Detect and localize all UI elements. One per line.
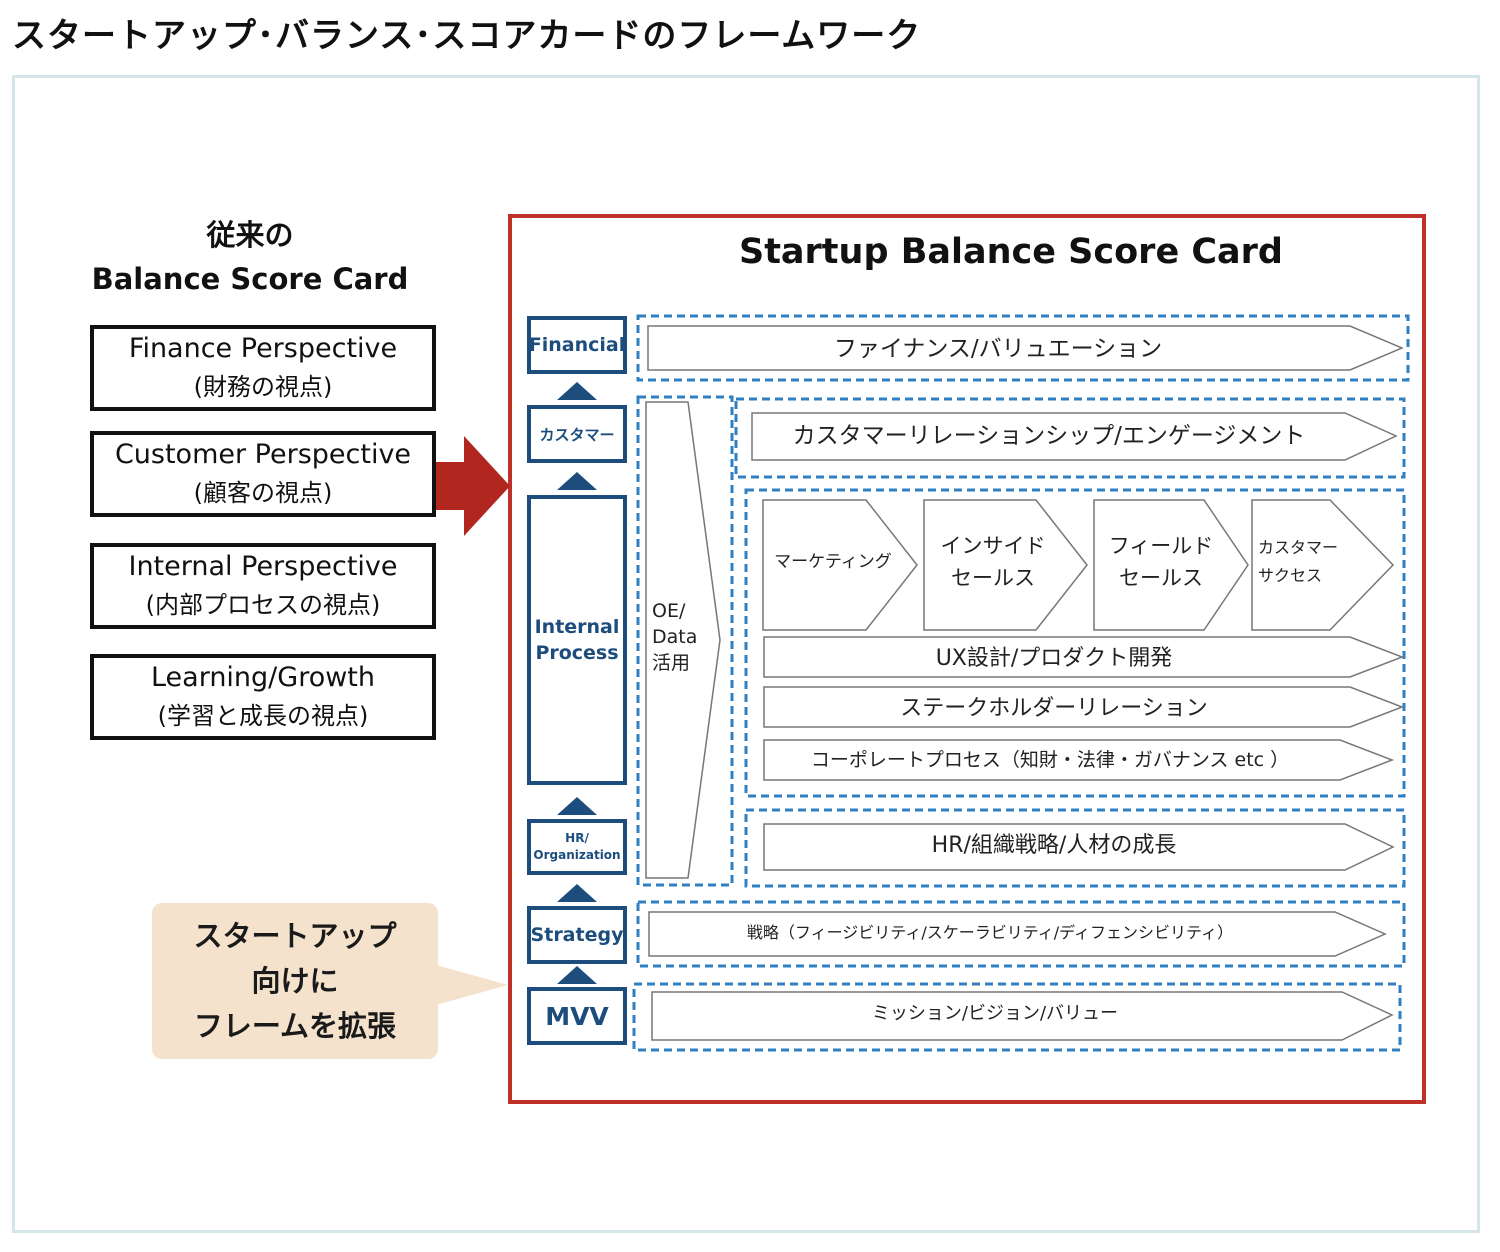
perspective-sublabel: (学習と成長の視点)	[157, 702, 369, 730]
layer-internal-label-line2: Process	[535, 642, 619, 664]
layer-internal-process: Internal Process	[527, 495, 627, 785]
layer-financial: Financial	[527, 316, 627, 374]
funnel-customer-success-label: カスタマー サクセス	[1252, 500, 1348, 624]
perspective-label: Learning/Growth	[150, 662, 376, 693]
callout-line1: スタートアップ	[193, 918, 397, 953]
dashed-group-financial	[636, 314, 1410, 382]
oe-data-label: OE/ Data 活用	[652, 598, 697, 676]
layer-strategy-label: Strategy	[530, 924, 624, 946]
layer-up-triangle	[557, 472, 597, 490]
perspective-label: Internal Perspective	[128, 551, 398, 582]
layer-strategy: Strategy	[527, 906, 627, 964]
corporate-row-label: コーポレートプロセス（知財・法律・ガバナンス etc ）	[810, 748, 1290, 771]
financial-row-arrow	[647, 325, 1404, 371]
perspective-label: Customer Perspective	[114, 439, 412, 470]
funnel-chevron-inside-sales	[923, 499, 1088, 631]
hr-row-arrow	[763, 823, 1395, 871]
layer-customer-label: カスタマー	[539, 425, 615, 444]
page-title: スタートアップ･バランス･スコアカードのフレームワーク	[12, 16, 922, 56]
extension-callout: スタートアップ 向けに フレームを拡張	[152, 903, 438, 1059]
layer-customer: カスタマー	[527, 405, 627, 463]
funnel-field-sales-label: フィールド セールス	[1094, 500, 1228, 624]
stakeholder-row-arrow	[763, 686, 1405, 728]
callout-line3: フレームを拡張	[193, 1008, 397, 1043]
customer-row-label: カスタマーリレーションシップ/エンゲージメント	[792, 423, 1306, 449]
layer-hr-label-line1: HR/	[565, 831, 589, 845]
oe-data-line3: 活用	[652, 652, 691, 674]
big-red-arrow	[436, 436, 510, 536]
layer-up-triangle	[557, 884, 597, 902]
stakeholder-row-label: ステークホルダーリレーション	[900, 696, 1208, 721]
finance-perspective-box: Finance Perspective (財務の視点)	[90, 325, 436, 411]
oe-data-line1: OE/	[652, 600, 686, 622]
funnel-label-line1: カスタマー	[1258, 538, 1339, 557]
traditional-title-line2: Balance Score Card	[91, 262, 409, 296]
strategy-row-arrow	[648, 911, 1387, 957]
layer-financial-label: Financial	[528, 334, 626, 356]
traditional-bsc-title: 従来の Balance Score Card	[60, 213, 440, 301]
perspective-sublabel: (財務の視点)	[193, 373, 333, 401]
ux-row-label: UX設計/プロダクト開発	[935, 646, 1173, 671]
dashed-group-oe	[636, 395, 734, 887]
dashed-group-hr	[744, 808, 1406, 888]
funnel-chevron-customer-success	[1251, 499, 1395, 631]
callout-line2: 向けに	[251, 963, 339, 998]
strategy-row-label: 戦略（フィージビリティ/スケーラビリティ/ディフェンシビリティ）	[746, 923, 1234, 942]
layer-hr-organization: HR/ Organization	[527, 819, 627, 875]
layer-mvv-label: MVV	[545, 1001, 609, 1031]
customer-perspective-box: Customer Perspective (顧客の視点)	[90, 431, 436, 517]
layer-mvv: MVV	[527, 987, 627, 1045]
layer-internal-label-line1: Internal	[534, 616, 620, 638]
funnel-label-line1: フィールド	[1108, 534, 1214, 558]
funnel-label-line2: セールス	[951, 566, 1035, 590]
corporate-row-arrow	[763, 739, 1395, 781]
funnel-chevron-marketing	[762, 499, 918, 631]
mvv-row-arrow	[651, 991, 1394, 1041]
perspective-sublabel: (顧客の視点)	[193, 479, 333, 507]
funnel-chevron-field-sales	[1093, 499, 1249, 631]
mvv-row-label: ミッション/ビジョン/バリュー	[871, 1003, 1119, 1024]
layer-up-triangle	[557, 797, 597, 815]
funnel-label-line1: インサイド	[940, 534, 1046, 558]
funnel-label-line2: サクセス	[1258, 566, 1323, 585]
funnel-inside-sales-label: インサイド セールス	[924, 500, 1062, 624]
layer-up-triangle	[557, 382, 597, 400]
learning-growth-perspective-box: Learning/Growth (学習と成長の視点)	[90, 654, 436, 740]
dashed-group-mvv	[632, 982, 1402, 1052]
traditional-title-line1: 従来の	[206, 218, 294, 252]
startup-bsc-title: Startup Balance Score Card	[738, 232, 1283, 272]
oe-data-line2: Data	[652, 626, 698, 648]
financial-row-label: ファイナンス/バリュエーション	[833, 336, 1163, 362]
dashed-group-customer	[734, 397, 1406, 479]
funnel-label-line1: マーケティング	[774, 552, 892, 572]
internal-perspective-box: Internal Perspective (内部プロセスの視点)	[90, 543, 436, 629]
perspective-sublabel: (内部プロセスの視点)	[145, 591, 381, 619]
layer-hr-label-line2: Organization	[533, 848, 621, 862]
oe-data-arrow	[645, 401, 721, 879]
dashed-group-internal	[744, 488, 1406, 798]
customer-row-arrow	[751, 412, 1398, 461]
funnel-label-line2: セールス	[1119, 566, 1203, 590]
funnel-marketing-label: マーケティング	[763, 500, 903, 624]
dashed-group-strategy	[636, 900, 1406, 968]
perspective-label: Finance Perspective	[128, 333, 398, 364]
hr-row-label: HR/組織戦略/人材の成長	[931, 833, 1177, 858]
layer-up-triangle	[557, 966, 597, 984]
ux-row-arrow	[763, 636, 1405, 678]
callout-pointer	[436, 965, 508, 1005]
